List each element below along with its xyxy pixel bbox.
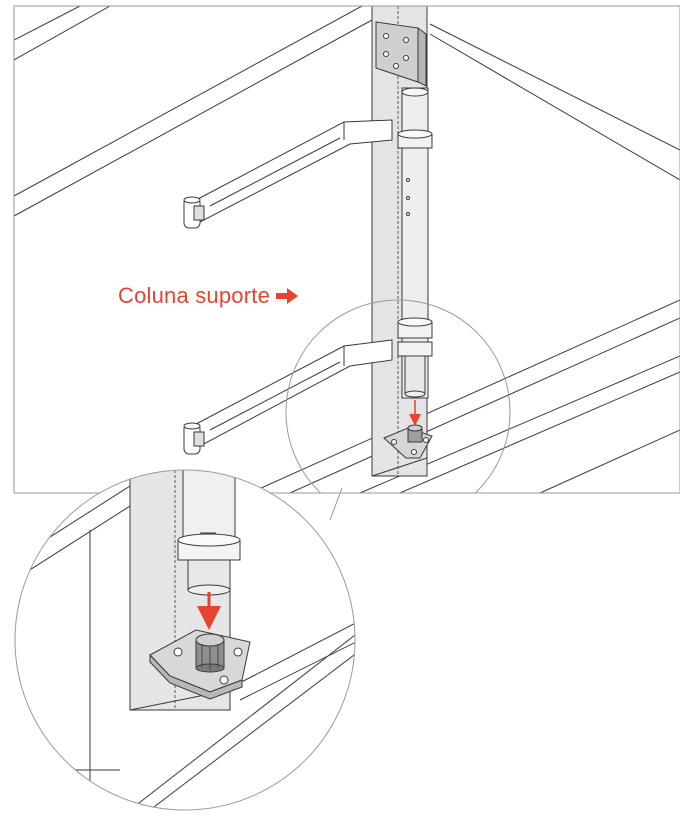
base-plate <box>383 424 433 459</box>
column-callout: Coluna suporte <box>118 283 299 309</box>
support-column <box>397 87 433 399</box>
hinge-bracket <box>375 21 427 87</box>
right-arrow-icon <box>276 288 299 304</box>
main-view <box>14 6 680 493</box>
zoom-indicator-circle <box>285 299 511 493</box>
detail-view-circle <box>14 469 356 811</box>
lower-arm <box>183 339 393 455</box>
cabinet-panels <box>14 6 680 493</box>
main-view-frame <box>13 5 680 494</box>
callout-label: Coluna suporte <box>118 283 271 308</box>
upper-arm <box>183 119 393 229</box>
zoom-connector-line <box>329 487 343 521</box>
detail-view <box>14 469 356 811</box>
